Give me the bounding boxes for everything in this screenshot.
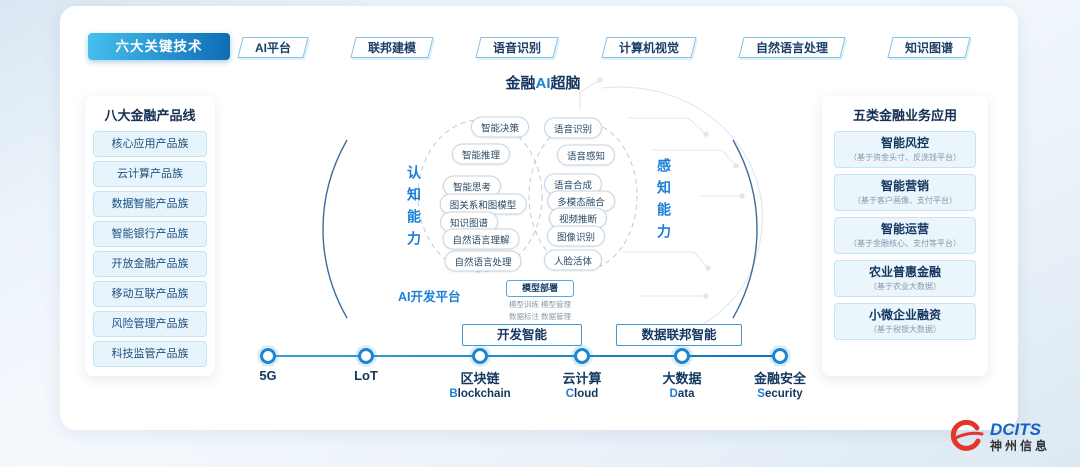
- station-label-en: Data: [670, 387, 695, 401]
- capability-bubble: 语音识别: [543, 117, 603, 139]
- station-label: 云计算: [562, 371, 602, 386]
- timeline-station-security: 金融安全 Security: [715, 348, 845, 401]
- tech-box-federated-modeling: 联邦建模: [350, 37, 434, 58]
- deploy-note-line: 数据标注 数据管理: [508, 311, 572, 321]
- product-lines-panel: 八大金融产品线 核心应用产品族 云计算产品族 数据智能产品族 智能银行产品族 开…: [85, 96, 215, 376]
- business-app-name: 智能风控: [880, 136, 929, 150]
- timeline-station-bigdata: 大数据 Data: [617, 348, 747, 401]
- tech-box-knowledge-graph: 知识图谱: [887, 37, 971, 58]
- product-line-item: 开放金融产品族: [93, 251, 207, 277]
- tech-row: AI平台 联邦建模 语音识别 计算机视觉 自然语言处理 知识图谱: [237, 37, 971, 58]
- product-line-item: 智能银行产品族: [93, 221, 207, 247]
- business-app-note: （基于金融核心、支付等平台）: [849, 239, 961, 248]
- cognitive-ability-label: 认知能力: [406, 165, 422, 253]
- timeline-line: [266, 355, 782, 357]
- tech-box-label: 语音识别: [493, 41, 542, 55]
- timeline-dot: [674, 348, 690, 364]
- capability-bubble: 人脸活体: [543, 249, 603, 271]
- product-line-item: 数据智能产品族: [93, 191, 207, 217]
- ai-dev-platform-label: AI开发平台: [398, 290, 461, 304]
- business-app-item: 智能运营 （基于金融核心、支付等平台）: [834, 217, 976, 254]
- station-en-initial: D: [669, 388, 678, 400]
- timeline-station-5g: 5G: [203, 348, 333, 383]
- business-app-item: 智能营销 （基于客户画像、支付平台）: [834, 174, 976, 211]
- station-en-rest: ata: [677, 388, 695, 400]
- tech-box-computer-vision: 计算机视觉: [600, 37, 697, 58]
- timeline-dot: [574, 348, 590, 364]
- business-app-item: 农业普惠金融 （基于农业大数据）: [834, 260, 976, 297]
- capability-bubble: 图像识别: [546, 225, 606, 247]
- product-line-item: 科技监管产品族: [93, 341, 207, 367]
- business-app-note: （基于客户画像、支付平台）: [853, 196, 957, 205]
- station-en-initial: B: [449, 388, 458, 400]
- station-en-rest: lockchain: [457, 388, 511, 400]
- data-federation-box: 数据联邦智能: [616, 324, 742, 346]
- business-app-name: 智能营销: [880, 179, 929, 193]
- capability-bubble: 自然语言理解: [442, 228, 520, 250]
- capability-bubble: 智能决策: [470, 116, 530, 138]
- tech-box-label: AI平台: [255, 41, 292, 55]
- business-app-note: （基于资金头寸、反洗钱平台）: [849, 153, 961, 162]
- perception-ability-label: 感知能力: [656, 158, 672, 246]
- business-app-name: 智能运营: [880, 222, 929, 236]
- business-app-name: 农业普惠金融: [868, 265, 941, 279]
- timeline-dot: [772, 348, 788, 364]
- station-label: 区块链: [460, 371, 500, 386]
- key-tech-badge: 六大关键技术: [88, 33, 230, 60]
- timeline-station-blockchain: 区块链 Blockchain: [415, 348, 545, 401]
- business-app-name: 小微企业融资: [868, 308, 941, 322]
- station-en-initial: S: [757, 388, 765, 400]
- timeline-station-lot: LoT: [301, 348, 431, 383]
- deploy-note-line: 模型训练 模型管理: [508, 300, 572, 309]
- business-app-note: （基于税银大数据）: [869, 325, 941, 334]
- business-apps-title: 五类金融业务应用: [852, 108, 957, 123]
- timeline-station-cloud: 云计算 Cloud: [517, 348, 647, 401]
- dcits-logo: DCITS 神州信息: [946, 418, 1050, 456]
- timeline-dot: [358, 348, 374, 364]
- timeline-dot: [472, 348, 488, 364]
- dcits-logo-icon: [950, 419, 984, 451]
- station-label: 5G: [259, 368, 277, 383]
- model-deploy-box: 模型部署: [506, 280, 574, 297]
- tech-box-ai-platform: AI平台: [237, 37, 309, 58]
- station-label: 金融安全: [753, 371, 806, 386]
- tech-box-label: 知识图谱: [904, 41, 953, 55]
- brain-title-prefix: 金融: [505, 75, 536, 92]
- capability-bubble: 自然语言处理: [444, 250, 522, 272]
- business-app-item: 小微企业融资 （基于税银大数据）: [834, 303, 976, 340]
- logo-brand: DCITS: [990, 420, 1041, 439]
- tech-box-label: 计算机视觉: [618, 41, 679, 55]
- product-line-item: 风险管理产品族: [93, 311, 207, 337]
- product-lines-title: 八大金融产品线: [104, 108, 196, 123]
- tech-box-speech-recognition: 语音识别: [475, 37, 560, 58]
- brain-title-accent: AI: [535, 75, 551, 92]
- logo-brand-cn: 神州信息: [990, 439, 1051, 453]
- logo-text: DCITS 神州信息: [990, 420, 1051, 454]
- business-apps-panel: 五类金融业务应用 智能风控 （基于资金头寸、反洗钱平台） 智能营销 （基于客户画…: [822, 96, 988, 376]
- timeline-dot: [260, 348, 276, 364]
- brain-title: 金融AI超脑: [478, 72, 608, 93]
- tech-box-label: 自然语言处理: [755, 41, 828, 55]
- station-label: 大数据: [662, 371, 702, 386]
- business-app-item: 智能风控 （基于资金头寸、反洗钱平台）: [834, 131, 976, 168]
- product-line-item: 移动互联产品族: [93, 281, 207, 307]
- product-line-item: 云计算产品族: [93, 161, 207, 187]
- tech-box-nlp: 自然语言处理: [738, 37, 846, 58]
- tech-box-label: 联邦建模: [368, 41, 417, 55]
- capability-bubble: 智能推理: [451, 143, 511, 165]
- dev-intelligence-box: 开发智能: [462, 324, 582, 346]
- station-label-en: Blockchain: [449, 387, 510, 401]
- station-en-initial: C: [565, 388, 575, 400]
- station-label-en: Cloud: [566, 387, 599, 401]
- station-label: LoT: [354, 368, 378, 383]
- product-line-item: 核心应用产品族: [93, 131, 207, 157]
- station-en-rest: ecurity: [764, 388, 803, 400]
- brain-title-suffix: 超脑: [550, 75, 581, 92]
- business-app-note: （基于农业大数据）: [869, 282, 941, 291]
- capability-bubble: 语音感知: [556, 144, 616, 166]
- station-label-en: Security: [757, 387, 802, 401]
- station-en-rest: loud: [574, 388, 599, 400]
